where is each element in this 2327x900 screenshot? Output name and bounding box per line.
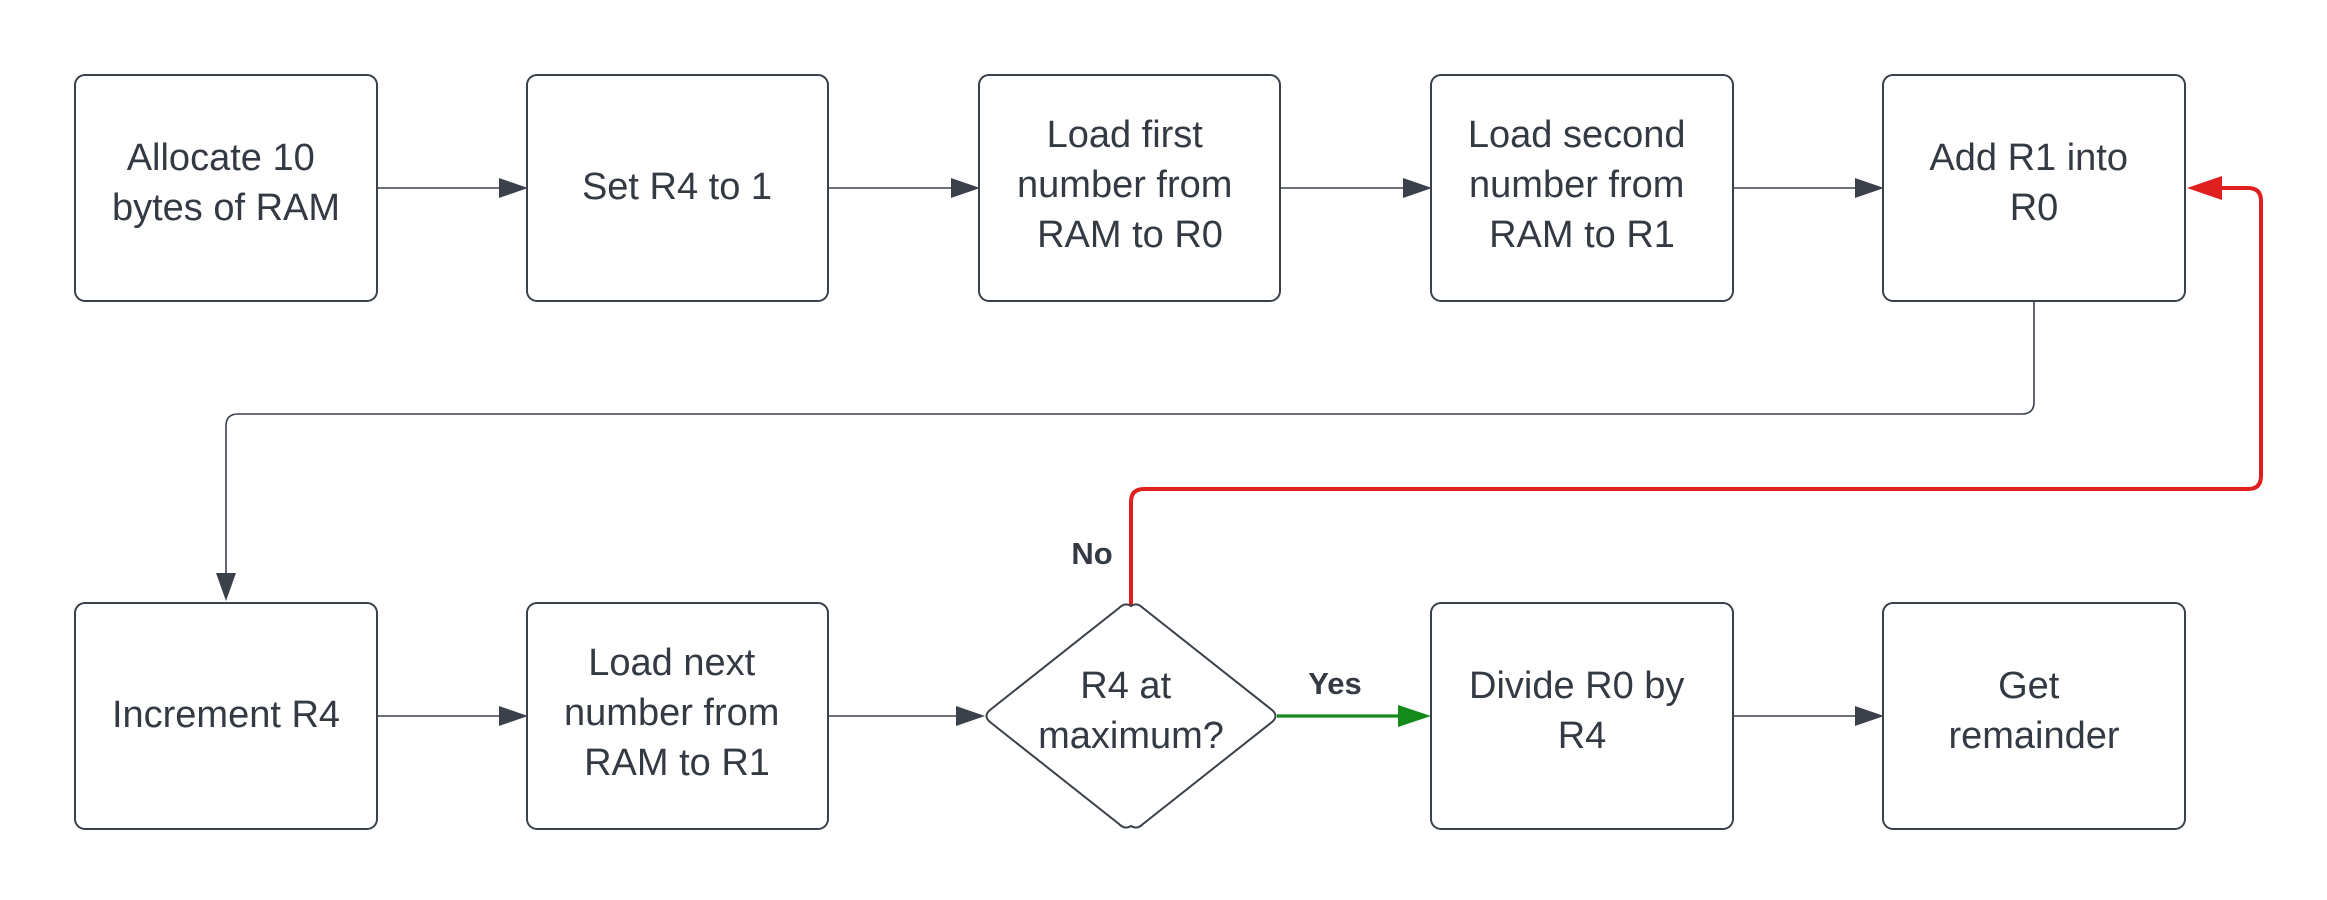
svg-text:Add R1 into R0: Add R1 into R0 <box>1929 137 2138 229</box>
node-divide-line-1: Divide R0 by <box>1469 665 1684 707</box>
svg-text:Allocate 10 bytes of RAM: Allocate 10 bytes of RAM <box>112 137 340 229</box>
svg-text:Set R4 to 1: Set R4 to 1 <box>582 166 772 208</box>
node-add-line-1: Add R1 into <box>1929 137 2128 179</box>
node-load-next-line-1: Load next <box>588 642 755 684</box>
arrowhead-n6-n7 <box>499 706 528 726</box>
node-divide-line-2: R4 <box>1558 715 1607 757</box>
node-allocate-ram-line-2: bytes of RAM <box>112 187 340 229</box>
node-load-second: Load second number from RAM to R1 <box>1430 74 1734 302</box>
node-load-next-line-2: number from <box>564 692 779 734</box>
connectors <box>216 176 2263 727</box>
node-add-line-2: R0 <box>2010 187 2059 229</box>
arrowhead-n7-n8 <box>956 706 985 726</box>
node-load-next: Load next number from RAM to R1 <box>526 602 829 830</box>
arrowhead-n5-n6 <box>216 573 236 601</box>
node-load-first-line-1: Load first <box>1047 114 1204 156</box>
arrowhead-n4-n5 <box>1855 178 1884 198</box>
svg-text:Load next number from: Load next number from RAM to R1 <box>564 642 790 784</box>
node-load-next-line-3: RAM to R1 <box>584 742 770 784</box>
svg-text:Load second number from: Load second number from RAM to R1 <box>1468 114 1696 256</box>
node-load-first-line-2: number from <box>1017 164 1232 206</box>
node-set-r4-line-1: Set R4 to 1 <box>582 166 772 208</box>
node-load-second-line-2: number from <box>1469 164 1684 206</box>
yes-label: Yes <box>1308 666 1361 701</box>
node-get-remainder: Get remainder <box>1882 602 2186 830</box>
arrowhead-n1-n2 <box>499 178 528 198</box>
no-label: No <box>1071 536 1112 571</box>
svg-text:Load first number from: Load first number from RAM to R0 <box>1017 114 1243 256</box>
decision-r4-at-maximum: R4 at maximum? <box>985 603 1277 829</box>
decision-line-2: maximum? <box>1038 715 1224 757</box>
arrowhead-yes <box>1398 705 1431 727</box>
node-remainder-line-1: Get <box>1998 665 2060 707</box>
svg-text:Divide R0 by R4: Divide R0 by R4 <box>1469 665 1695 757</box>
arrowhead-n9-n10 <box>1855 706 1884 726</box>
node-increment-line-1: Increment R4 <box>112 694 340 736</box>
node-divide-r0-by-r4: Divide R0 by R4 <box>1430 602 1734 830</box>
svg-text:Get remainder: Get remainder <box>1948 665 2119 757</box>
svg-text:Increment R4: Increment R4 <box>112 694 340 736</box>
decision-line-1: R4 at <box>1080 665 1171 707</box>
node-load-first-line-3: RAM to R0 <box>1037 214 1223 256</box>
svg-text:R4 at maximum?: R4 at maximum? <box>1038 665 1224 757</box>
node-allocate-ram-line-1: Allocate 10 <box>127 137 315 179</box>
node-load-second-line-3: RAM to R1 <box>1489 214 1675 256</box>
arrow-no-loop <box>1129 186 2263 606</box>
arrowhead-no-loop <box>2187 176 2222 200</box>
node-remainder-line-2: remainder <box>1948 715 2119 757</box>
node-set-r4: Set R4 to 1 <box>526 74 829 302</box>
node-increment-r4: Increment R4 <box>74 602 378 830</box>
node-allocate-ram: Allocate 10 bytes of RAM <box>74 74 378 302</box>
node-load-first: Load first number from RAM to R0 <box>978 74 1281 302</box>
arrowhead-n3-n4 <box>1403 178 1432 198</box>
arrow-n5-n6 <box>225 302 2035 574</box>
node-load-second-line-1: Load second <box>1468 114 1686 156</box>
arrowhead-n2-n3 <box>951 178 980 198</box>
node-add-r1-into-r0: Add R1 into R0 <box>1882 74 2186 302</box>
